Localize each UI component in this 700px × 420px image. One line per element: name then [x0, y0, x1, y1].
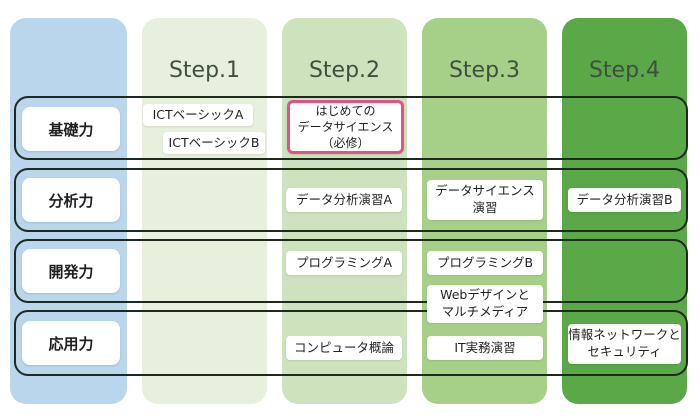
course-web-design: Webデザインと マルチメディア — [427, 285, 543, 323]
course-it-practice: IT実務演習 — [427, 336, 543, 360]
row-frame-development — [14, 239, 688, 303]
step1-column: Step.1 — [142, 18, 267, 404]
course-programming-b: プログラミングB — [427, 251, 543, 275]
step1-title: Step.1 — [168, 58, 241, 83]
course-network-security: 情報ネットワークと セキュリティ — [568, 324, 681, 364]
course-intro-data-science: はじめての データサイエンス （必修） — [287, 100, 404, 154]
row-label-basic: 基礎力 — [22, 107, 120, 151]
step4-title: Step.4 — [588, 58, 661, 83]
row-frame-analysis — [14, 168, 688, 232]
course-programming-a: プログラミングA — [286, 251, 402, 275]
course-data-science-practice: データサイエンス 演習 — [427, 180, 543, 220]
row-frame-application — [14, 310, 688, 376]
step3-title: Step.3 — [448, 58, 521, 83]
row-label-development: 開発力 — [22, 249, 120, 293]
step2-title: Step.2 — [308, 58, 381, 83]
row-label-analysis: 分析力 — [22, 178, 120, 222]
row-frame-basic — [14, 96, 688, 160]
course-computer-overview: コンピュータ概論 — [286, 336, 402, 360]
course-data-analysis-b: データ分析演習B — [568, 188, 681, 212]
course-data-analysis-a: データ分析演習A — [286, 188, 402, 212]
course-ict-basic-a: ICTベーシックA — [143, 104, 253, 126]
row-label-application: 応用力 — [22, 321, 120, 365]
course-ict-basic-b: ICTベーシックB — [163, 132, 265, 154]
